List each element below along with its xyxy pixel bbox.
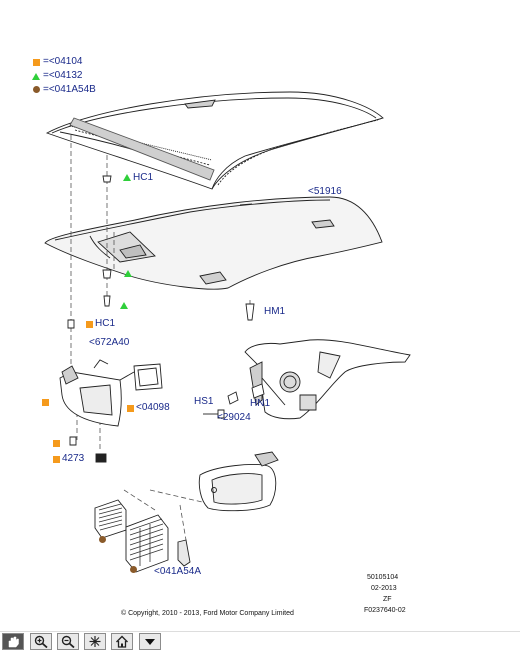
ref-region: ZF xyxy=(383,596,392,603)
clips xyxy=(67,175,255,329)
dropdown-arrow-icon xyxy=(145,638,155,645)
fit-window-icon xyxy=(89,636,101,647)
hc1-top-triangle-icon xyxy=(123,174,131,181)
zoom-out-icon xyxy=(61,635,75,648)
zoom-in-icon xyxy=(34,635,48,648)
fit-to-window-button[interactable] xyxy=(84,633,106,650)
callout-672A40: <672A40 xyxy=(89,337,130,348)
viewer-toolbar xyxy=(0,631,520,651)
home-button[interactable] xyxy=(111,633,133,650)
fastener-square-icon xyxy=(53,440,60,447)
part-4273-square-icon xyxy=(53,456,60,463)
figure-number: F0237640-02 xyxy=(364,607,406,614)
legend-square-label: =<04104 xyxy=(43,56,83,67)
hand-icon xyxy=(8,636,19,647)
zoom-out-button[interactable] xyxy=(57,633,79,650)
callout-04098: <04098 xyxy=(136,402,170,413)
legend-triangle-label: =<04132 xyxy=(43,70,83,81)
fasteners xyxy=(69,436,107,463)
callout-hc1-mid: HC1 xyxy=(95,318,116,329)
legend-triangle-icon xyxy=(32,73,40,80)
menu-dropdown-button[interactable] xyxy=(139,633,161,650)
legend-circle-label: =<041A54B xyxy=(43,84,96,95)
trim-fasteners xyxy=(203,383,265,419)
sun-visor-right xyxy=(198,451,279,512)
copyright-notice: © Copyright, 2010 - 2013, Ford Motor Com… xyxy=(121,610,294,617)
grille-circle-icon xyxy=(99,536,106,543)
clip-triangle-icon xyxy=(124,270,132,277)
roof-panel xyxy=(45,91,384,190)
exploded-parts-diagram xyxy=(44,91,411,573)
callout-4273: 4273 xyxy=(62,453,85,464)
callout-hm1: HM1 xyxy=(264,306,286,317)
ref-date: 02-2013 xyxy=(371,585,397,592)
visor-square-icon xyxy=(42,399,49,406)
part-04098-square-icon xyxy=(127,405,134,412)
pan-tool-button[interactable] xyxy=(2,633,24,650)
clip-triangle-icon-2 xyxy=(120,302,128,309)
callout-51916: <51916 xyxy=(308,186,342,197)
zoom-in-button[interactable] xyxy=(30,633,52,650)
grille-circle-icon-2 xyxy=(130,566,137,573)
hc1-mid-square-icon xyxy=(86,321,93,328)
quarter-trim-panel xyxy=(244,339,411,420)
ref-number: 50105104 xyxy=(367,574,399,581)
callout-041A54A: <041A54A xyxy=(154,566,201,577)
callout-hn1: HN1 xyxy=(250,398,271,409)
legend-circle-icon xyxy=(33,86,40,93)
callout-hc1-top: HC1 xyxy=(133,172,154,183)
vent-grilles xyxy=(94,499,191,573)
legend-square-icon xyxy=(33,59,40,66)
callout-hs1: HS1 xyxy=(194,396,214,407)
sun-visor-left xyxy=(59,359,163,427)
home-icon xyxy=(116,635,128,648)
callout-29024: <29024 xyxy=(217,412,251,423)
headliner xyxy=(44,196,383,290)
